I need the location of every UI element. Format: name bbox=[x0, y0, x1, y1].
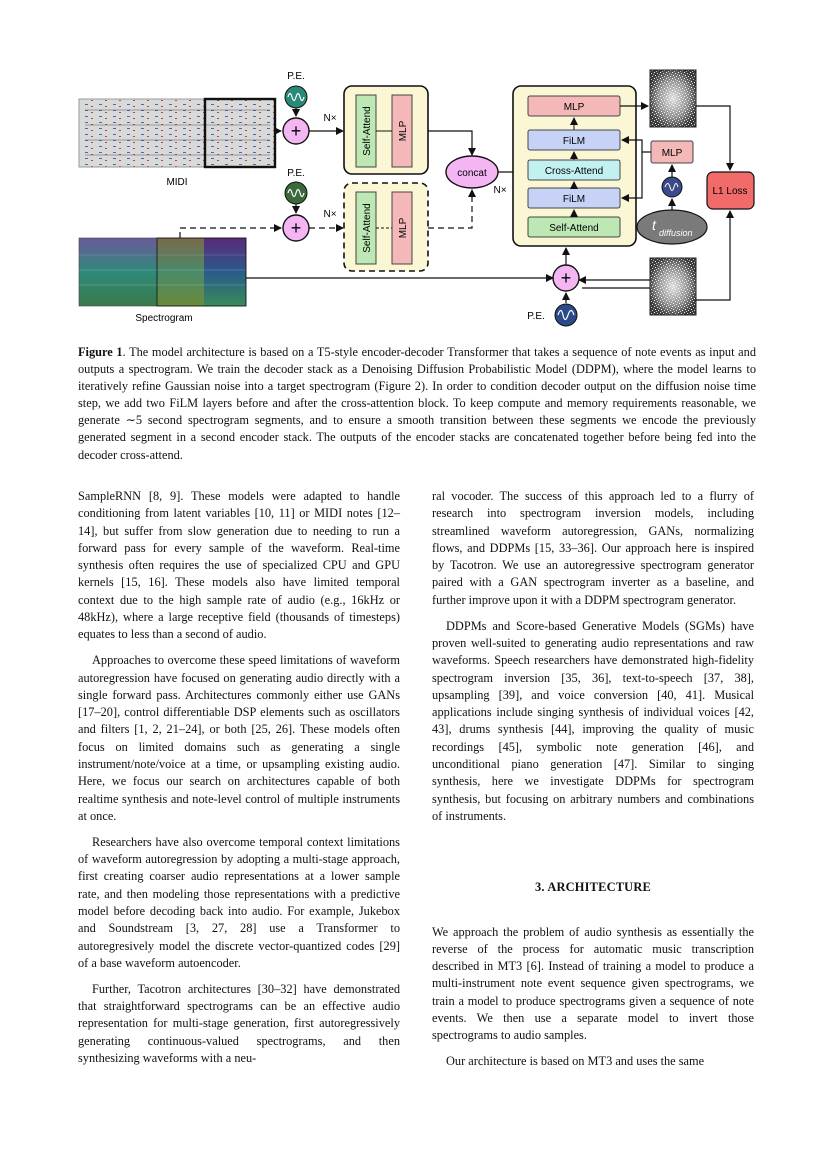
l1-loss-label: L1 Loss bbox=[712, 186, 747, 197]
positional-encoding-icon: P.E. bbox=[284, 71, 308, 109]
add-node: + bbox=[282, 117, 310, 145]
figure-caption-text: . The model architecture is based on a T… bbox=[78, 345, 757, 462]
figure-caption-label: Figure 1 bbox=[78, 345, 123, 359]
concat-label: concat bbox=[457, 168, 487, 179]
positional-encoding-icon: P.E. bbox=[527, 303, 578, 327]
decoder-stack: MLP FiLM Cross-Attend FiLM Self-Attend bbox=[512, 85, 637, 247]
spectrogram-label: Spectrogram bbox=[135, 313, 192, 324]
pe-label-bottom: P.E. bbox=[527, 311, 545, 322]
noise-input-image bbox=[649, 257, 697, 316]
self-attend-label: Self-Attend bbox=[362, 106, 373, 155]
paragraph: We approach the problem of audio synthes… bbox=[432, 924, 754, 1043]
positional-encoding-icon: P.E. bbox=[284, 168, 308, 205]
architecture-figure: MIDI Spectrogram P.E. P.E. P.E. + + bbox=[78, 69, 755, 327]
spectrogram-input: Spectrogram bbox=[78, 237, 247, 324]
nx-label: N× bbox=[323, 209, 336, 220]
self-attend-label: Self-Attend bbox=[549, 223, 598, 234]
self-attend-label: Self-Attend bbox=[362, 203, 373, 252]
midi-label: MIDI bbox=[166, 177, 187, 188]
add-node: + bbox=[282, 214, 310, 242]
cross-attend-label: Cross-Attend bbox=[545, 166, 603, 177]
t-subscript: diffusion bbox=[659, 228, 693, 238]
diffusion-timestep-node: t diffusion bbox=[636, 209, 708, 245]
film-label: FiLM bbox=[563, 194, 585, 205]
time-mlp-label: MLP bbox=[662, 148, 683, 159]
add-node: + bbox=[552, 264, 580, 292]
paragraph: Approaches to overcome these speed limit… bbox=[78, 653, 400, 823]
nx-label: N× bbox=[323, 113, 336, 124]
paragraph: SampleRNN [8, 9]. These models were adap… bbox=[78, 489, 400, 642]
paragraph: Researchers have also overcome temporal … bbox=[78, 834, 400, 970]
midi-input: MIDI bbox=[78, 97, 277, 188]
paragraph: ral vocoder. The success of this approac… bbox=[432, 489, 754, 607]
output-spectrogram-image bbox=[649, 69, 697, 128]
figure-caption: Figure 1. The model architecture is base… bbox=[78, 344, 756, 464]
time-encoding-icon bbox=[661, 176, 683, 198]
paragraph: DDPMs and Score-based Generative Models … bbox=[432, 618, 754, 823]
mlp-label: MLP bbox=[398, 120, 409, 141]
t-symbol: t bbox=[652, 217, 657, 233]
encoder-stack-midi: Self-Attend MLP bbox=[343, 85, 429, 175]
svg-text:+: + bbox=[561, 268, 572, 288]
section-heading: 3. ARCHITECTURE bbox=[535, 880, 651, 895]
left-column: SampleRNN [8, 9]. These models were adap… bbox=[78, 488, 400, 1076]
encoder-stack-spectrogram: Self-Attend MLP bbox=[343, 182, 429, 272]
film-label: FiLM bbox=[563, 136, 585, 147]
mlp-time-embedding: MLP bbox=[650, 140, 694, 164]
decoder-mlp-label: MLP bbox=[564, 102, 585, 113]
paragraph: Our architecture is based on MT3 and use… bbox=[446, 1054, 705, 1069]
pe-label-mid: P.E. bbox=[287, 168, 305, 179]
nx-label: N× bbox=[493, 185, 506, 196]
svg-text:+: + bbox=[291, 218, 302, 238]
l1-loss-node: L1 Loss bbox=[706, 171, 755, 210]
paragraph: Further, Tacotron architectures [30–32] … bbox=[78, 981, 400, 1065]
right-column: ral vocoder. The success of this approac… bbox=[432, 488, 754, 1079]
mlp-label: MLP bbox=[398, 217, 409, 238]
pe-label-top: P.E. bbox=[287, 71, 305, 82]
svg-text:+: + bbox=[291, 121, 302, 141]
concat-node: concat bbox=[445, 155, 499, 189]
